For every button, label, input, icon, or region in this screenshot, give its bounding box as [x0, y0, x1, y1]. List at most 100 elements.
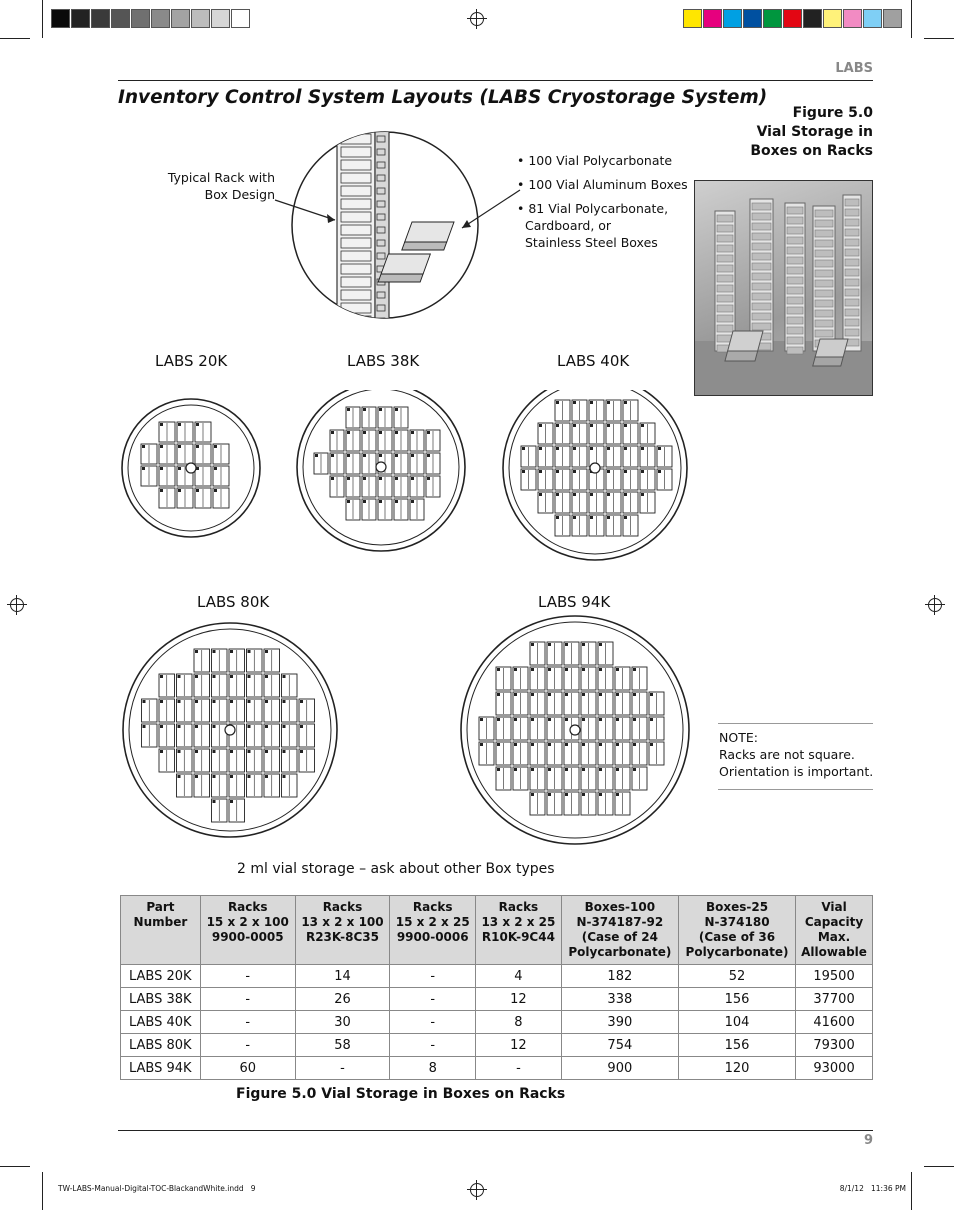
- footer-timestamp: 8/1/12 11:36 PM: [839, 1184, 906, 1193]
- rack-callout: Typical Rack with Box Design: [160, 169, 275, 203]
- gray-swatch: [191, 9, 210, 28]
- layout-label-20k: LABS 20K: [155, 352, 228, 370]
- rack-photo: [694, 180, 873, 396]
- table-cell: -: [199, 1033, 296, 1057]
- table-cell: 182: [560, 964, 679, 988]
- table-cell: LABS 80K: [120, 1033, 201, 1057]
- crop-mark: [0, 38, 30, 39]
- table-cell: 26: [294, 987, 391, 1011]
- color-swatch: [823, 9, 842, 28]
- header-rule: [118, 80, 873, 81]
- table-cell: 93000: [795, 1056, 873, 1080]
- gray-swatch: [51, 9, 70, 28]
- table-cell: 754: [560, 1033, 679, 1057]
- layout-label-40k: LABS 40K: [557, 352, 630, 370]
- layout-label-38k: LABS 38K: [347, 352, 420, 370]
- table-cell: 12: [475, 1033, 562, 1057]
- color-swatch: [843, 9, 862, 28]
- table-cell: -: [199, 964, 296, 988]
- note-line: Orientation is important.: [719, 764, 874, 779]
- table-cell: 52: [677, 964, 797, 988]
- box-type-item: • 100 Vial Aluminum Boxes: [517, 177, 688, 192]
- gray-swatch: [111, 9, 130, 28]
- table-cell: LABS 40K: [120, 1010, 201, 1034]
- rack-illustration: [274, 131, 521, 319]
- crop-mark: [924, 1166, 954, 1167]
- color-swatch: [863, 9, 882, 28]
- layout-38k-diagram: [296, 390, 466, 552]
- footer-rule: [118, 1130, 873, 1131]
- table-cell: 60: [199, 1056, 296, 1080]
- color-swatch: [743, 9, 762, 28]
- table-cell: -: [475, 1056, 562, 1080]
- page-number: 9: [863, 1133, 873, 1148]
- rack-photo-image: [695, 194, 872, 395]
- crop-mark: [924, 38, 954, 39]
- color-swatch: [883, 9, 902, 28]
- table-cell: 79300: [795, 1033, 873, 1057]
- layout-40k-diagram: [502, 390, 688, 561]
- rack-callout-line: Box Design: [204, 187, 275, 202]
- table-cell: 4: [475, 964, 562, 988]
- figure-caption-line: Vial Storage in: [756, 124, 873, 140]
- table-cell: -: [389, 987, 477, 1011]
- crop-mark: [911, 1172, 912, 1210]
- table-cell: 390: [560, 1010, 679, 1034]
- layout-label-94k: LABS 94K: [538, 593, 611, 611]
- crop-mark: [42, 1172, 43, 1210]
- registration-mark-icon: [467, 1180, 487, 1200]
- table-cell: -: [389, 1033, 477, 1057]
- table-cell: -: [199, 987, 296, 1011]
- layout-label-80k: LABS 80K: [197, 593, 270, 611]
- section-label: LABS: [835, 61, 873, 76]
- table-cell: 8: [475, 1010, 562, 1034]
- note: NOTE: Racks are not square. Orientation …: [719, 729, 873, 780]
- color-swatch: [803, 9, 822, 28]
- gray-swatch: [151, 9, 170, 28]
- table-cell: 156: [677, 987, 797, 1011]
- table-cell: 30: [294, 1010, 391, 1034]
- figure-caption: Figure 5.0 Vial Storage in Boxes on Rack…: [750, 104, 873, 161]
- box-type-list: • 100 Vial Polycarbonate • 100 Vial Alum…: [517, 152, 688, 251]
- gray-swatch: [131, 9, 150, 28]
- color-swatch: [683, 9, 702, 28]
- registration-mark-icon: [7, 595, 27, 615]
- table-cell: 37700: [795, 987, 873, 1011]
- table-cell: 19500: [795, 964, 873, 988]
- table-cell: 338: [560, 987, 679, 1011]
- rack-layout-diagrams: [121, 390, 690, 845]
- color-swatch: [723, 9, 742, 28]
- page-title: Inventory Control System Layouts (LABS C…: [118, 87, 768, 108]
- gray-swatch: [211, 9, 230, 28]
- gray-swatch: [71, 9, 90, 28]
- table-cell: 120: [677, 1056, 797, 1080]
- color-swatch: [763, 9, 782, 28]
- color-swatch: [783, 9, 802, 28]
- crop-mark: [911, 0, 912, 38]
- figure-caption-line: Figure 5.0: [792, 105, 873, 121]
- table-cell: 41600: [795, 1010, 873, 1034]
- box-type-item: • 81 Vial Polycarbonate,: [517, 201, 669, 216]
- table-cell: 12: [475, 987, 562, 1011]
- table-cell: 900: [560, 1056, 679, 1080]
- note-line: Racks are not square.: [719, 747, 855, 762]
- table-cell: -: [389, 1010, 477, 1034]
- table-cell: LABS 94K: [120, 1056, 201, 1080]
- table-cell: -: [199, 1010, 296, 1034]
- footer-file-slug: TW-LABS-Manual-Digital-TOC-BlackandWhite…: [58, 1184, 256, 1193]
- table-cell: 104: [677, 1010, 797, 1034]
- crop-mark: [0, 1166, 30, 1167]
